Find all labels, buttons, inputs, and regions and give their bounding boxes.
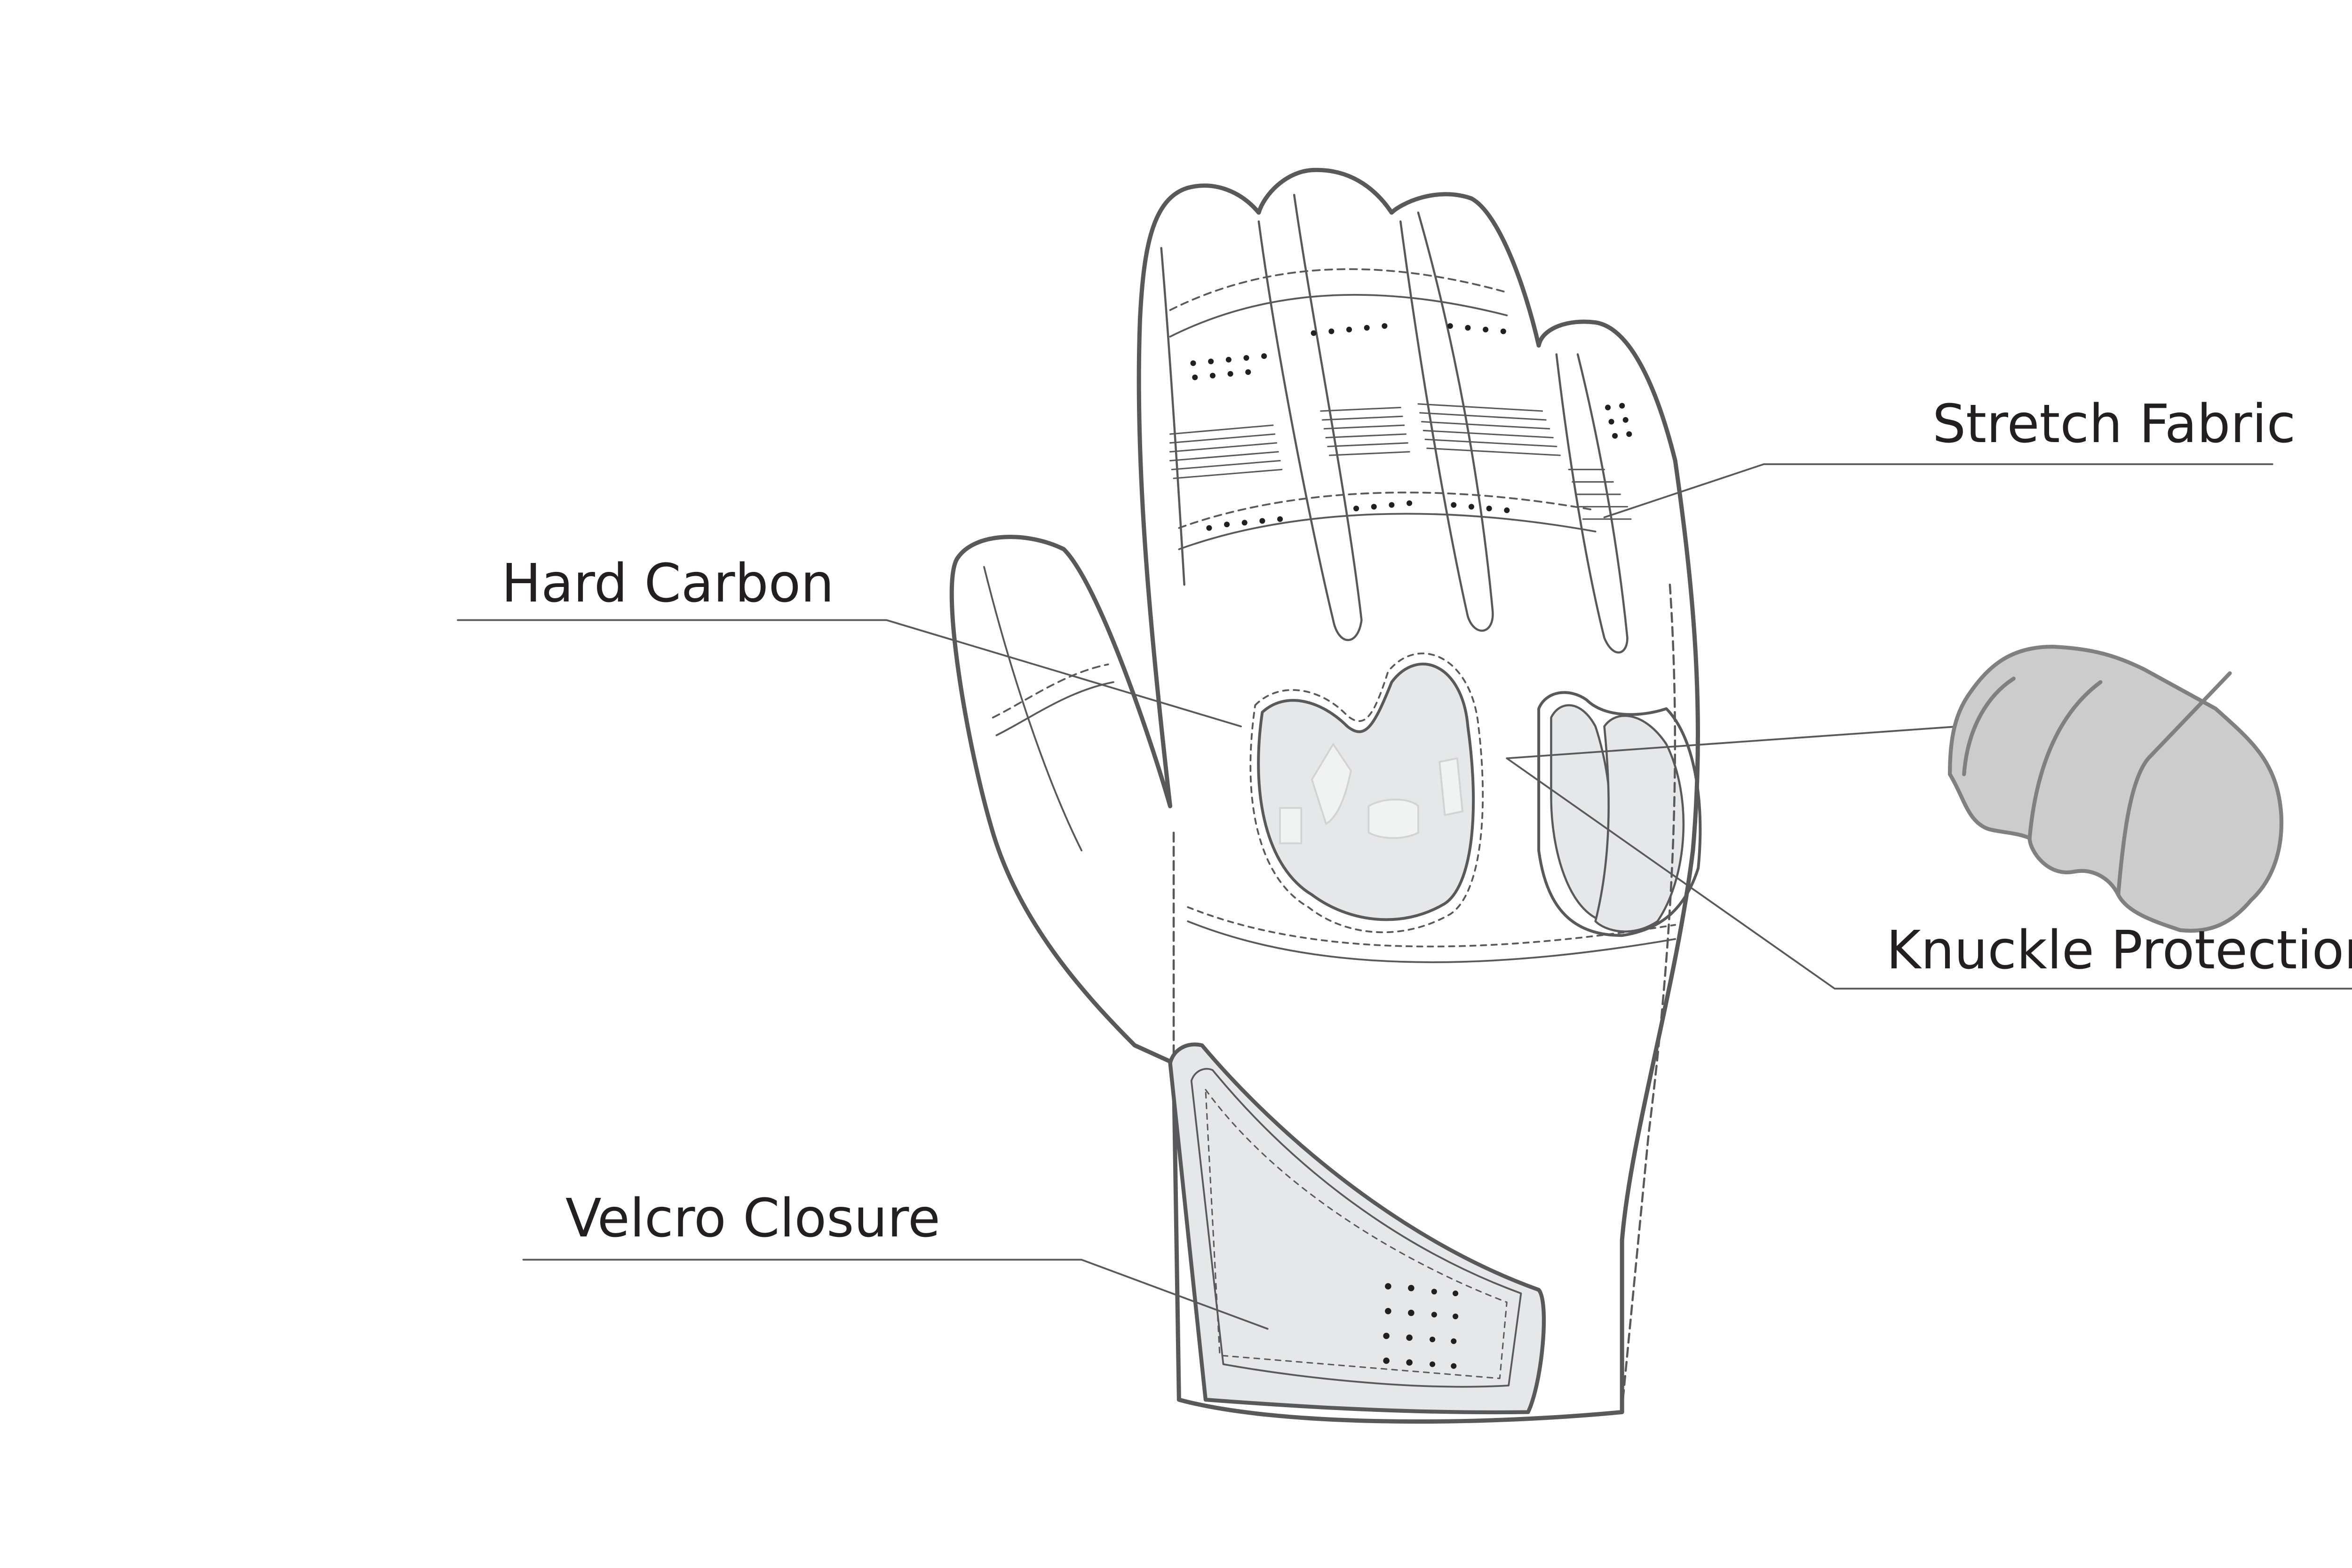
stretch-fabric-label: Stretch Fabric	[1932, 394, 2296, 455]
knuckle-protection-label: Knuckle Protection	[1886, 920, 2352, 981]
knuckle-protection-pad	[1537, 691, 1702, 937]
knuckle-protection-leader-a	[1506, 725, 1960, 760]
hard-carbon-leader	[457, 619, 1242, 728]
hard-carbon-pad	[1257, 663, 1475, 921]
glove-outline	[949, 167, 1700, 1424]
velcro-closure-label: Velcro Closure	[565, 1188, 940, 1249]
velcro-closure-tab	[1168, 1042, 1546, 1415]
stretch-fabric-leader	[1603, 463, 2273, 518]
clenched-fist-icon	[1947, 644, 2284, 933]
velcro-closure-leader	[522, 1259, 1269, 1330]
knuckle-protection-leader-b	[1506, 757, 2352, 990]
hard-carbon-label: Hard Carbon	[501, 553, 834, 614]
